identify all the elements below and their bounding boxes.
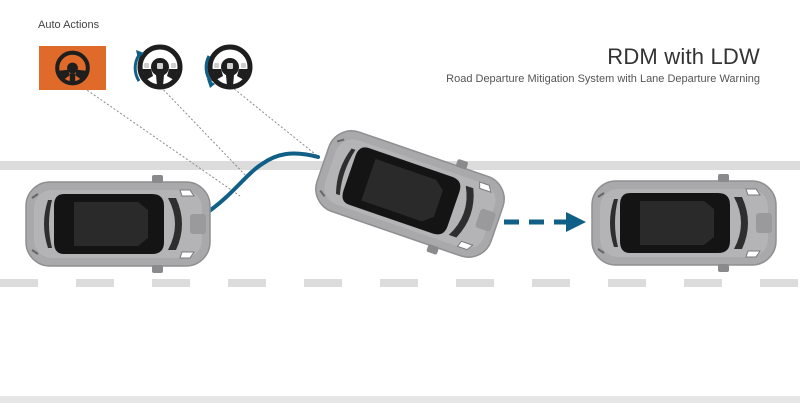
vehicle-path [203,151,320,216]
steering-wheel-turn-left-icon [133,47,180,87]
page-title: RDM with LDW [607,44,760,69]
page-subtitle: Road Departure Mitigation System with La… [446,73,760,85]
steering-wheel-turn-right-icon [204,47,250,88]
auto-actions-label: Auto Actions [38,19,100,31]
car-end [591,173,777,273]
bottom-road-edge [0,396,800,403]
car-correcting [306,116,514,272]
steering-wheel-icon [39,46,106,90]
car-start [25,174,211,274]
forward-arrow [504,212,586,232]
guide-lines [83,83,321,197]
